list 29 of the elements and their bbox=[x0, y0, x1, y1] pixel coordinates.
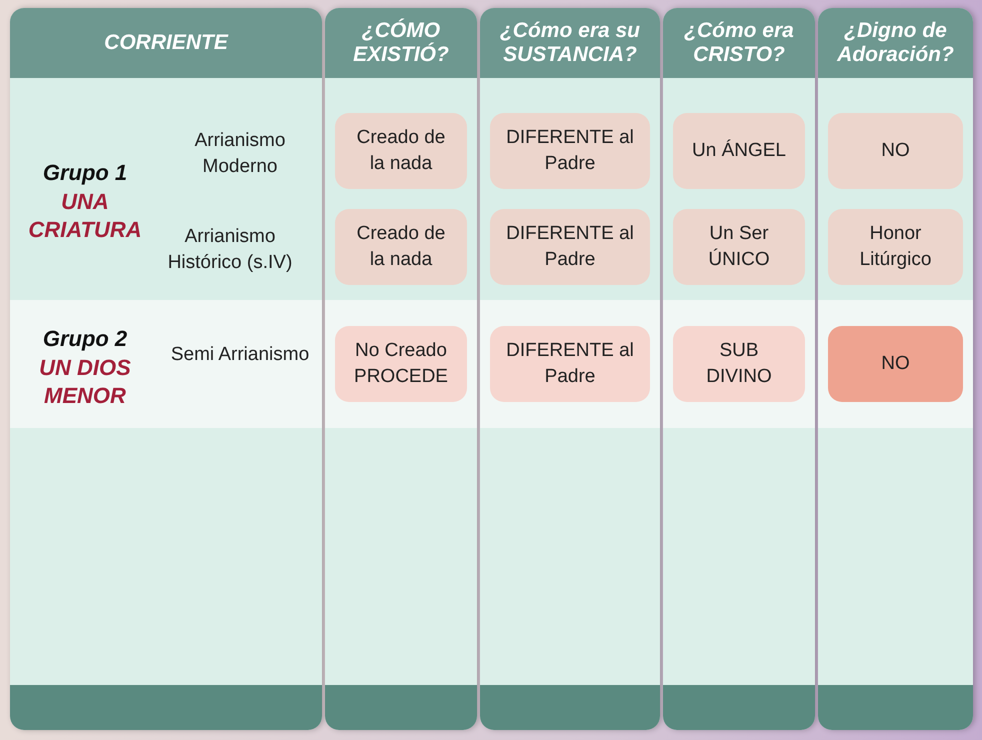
column-header: CORRIENTE bbox=[10, 8, 322, 78]
table-column bbox=[10, 8, 322, 730]
table-cell: Un ÁNGEL bbox=[673, 113, 805, 189]
table-cell: DIFERENTE al Padre bbox=[490, 326, 650, 402]
table-cell: Honor Litúrgico bbox=[828, 209, 963, 285]
table-cell: No Creado PROCEDE bbox=[335, 326, 467, 402]
current-name: Arrianismo Histórico (s.IV) bbox=[166, 225, 294, 275]
column-header: ¿Digno de Adoración? bbox=[818, 8, 973, 78]
group-description: UN DIOS MENOR bbox=[38, 354, 132, 409]
column-header: ¿Cómo era CRISTO? bbox=[663, 8, 815, 78]
table-column bbox=[325, 8, 477, 730]
group-description: UNA CRIATURA bbox=[27, 188, 143, 243]
table-cell: Creado de la nada bbox=[335, 209, 467, 285]
table-column bbox=[663, 8, 815, 730]
table-cell: Creado de la nada bbox=[335, 113, 467, 189]
table-cell: NO bbox=[828, 326, 963, 402]
table-cell: DIFERENTE al Padre bbox=[490, 209, 650, 285]
table-column bbox=[818, 8, 973, 730]
table-column bbox=[480, 8, 660, 730]
current-name: Semi Arrianismo bbox=[170, 343, 310, 367]
group-label: Grupo 2 bbox=[42, 325, 128, 353]
column-header: ¿Cómo era su SUSTANCIA? bbox=[480, 8, 660, 78]
table-cell: NO bbox=[828, 113, 963, 189]
table-cell: DIFERENTE al Padre bbox=[490, 113, 650, 189]
table-cell: SUB DIVINO bbox=[673, 326, 805, 402]
column-header: ¿CÓMO EXISTIÓ? bbox=[325, 8, 477, 78]
group-label: Grupo 1 bbox=[42, 159, 128, 187]
table-cell: Un Ser ÚNICO bbox=[673, 209, 805, 285]
current-name: Arrianismo Moderno bbox=[194, 129, 286, 179]
